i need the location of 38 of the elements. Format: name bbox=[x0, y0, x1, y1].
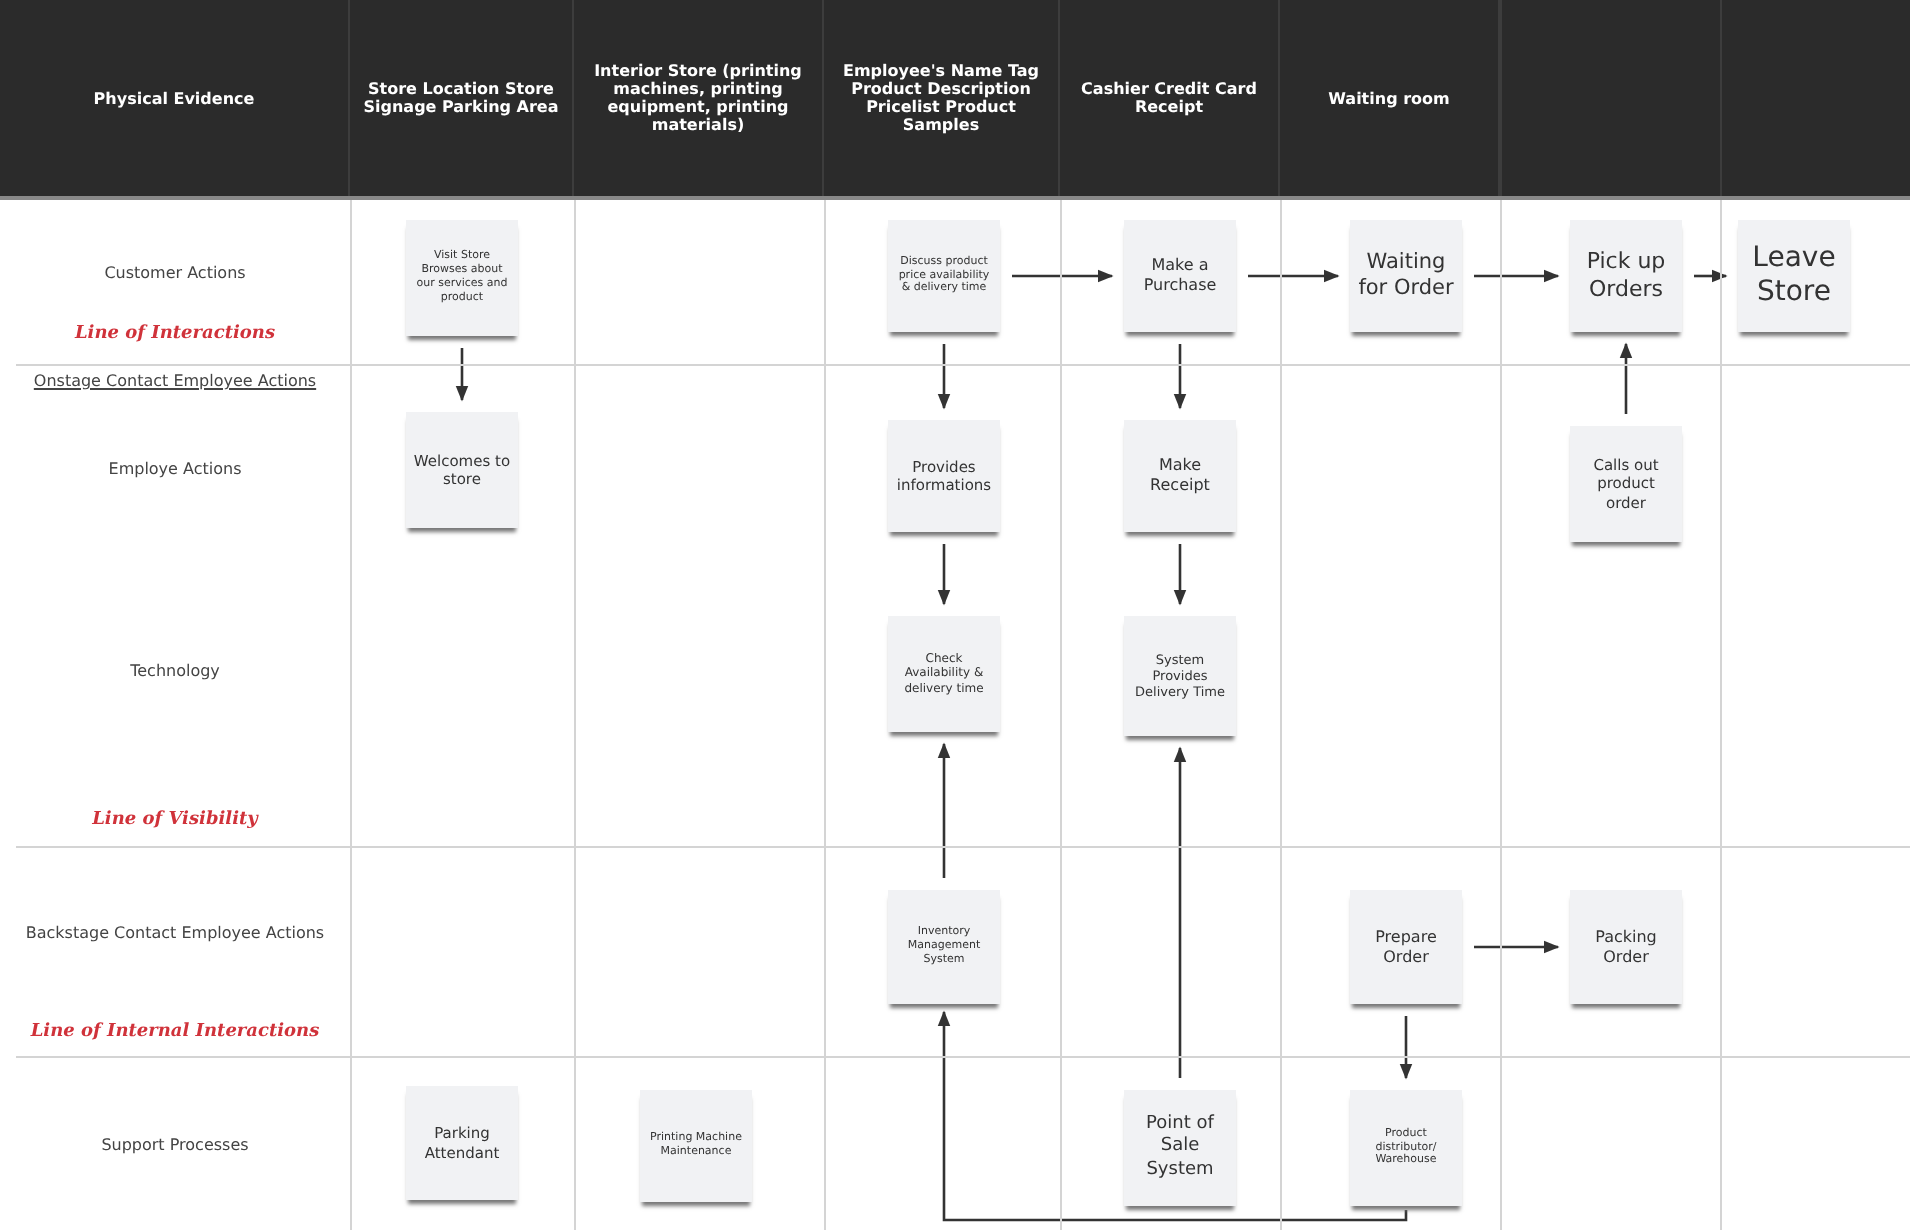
sticky-note: Leave Store bbox=[1738, 220, 1850, 332]
sticky-note: Prepare Order bbox=[1350, 890, 1462, 1004]
row-label: Backstage Contact Employee Actions bbox=[23, 924, 327, 942]
sticky-note: Waiting for Order bbox=[1350, 220, 1462, 332]
arrow bbox=[937, 544, 951, 606]
sticky-note: Point of Sale System bbox=[1124, 1090, 1236, 1206]
column-header: Waiting room bbox=[1328, 89, 1450, 107]
line-label: Line of Visibility bbox=[90, 810, 261, 830]
arrow bbox=[937, 742, 951, 878]
row-label: Support Processes bbox=[99, 1136, 251, 1154]
arrow bbox=[1474, 940, 1560, 954]
line-label: Line of Interactions bbox=[72, 324, 278, 344]
column-header: Interior Store (printing machines, printing equipment, printing materials) bbox=[592, 62, 804, 134]
arrow bbox=[937, 1010, 1408, 1222]
row-label: Onstage Contact Employee Actions bbox=[31, 372, 319, 390]
arrow bbox=[1173, 746, 1187, 1078]
arrow bbox=[455, 348, 469, 402]
column-header: Cashier Credit Card Receipt bbox=[1079, 80, 1259, 116]
arrow bbox=[937, 344, 951, 410]
arrow bbox=[1694, 269, 1728, 283]
arrow bbox=[1474, 269, 1560, 283]
column-header: Store Location Store Signage Parking Area bbox=[362, 80, 560, 116]
arrow bbox=[1173, 544, 1187, 606]
arrow bbox=[1012, 269, 1114, 283]
row-label: Technology bbox=[128, 662, 222, 680]
arrow bbox=[1399, 1016, 1413, 1080]
column-header: Employee's Name Tag Product Description Pricelist Product Samples bbox=[840, 62, 1042, 134]
sticky-note: Pick up Orders bbox=[1570, 220, 1682, 332]
line-label: Line of Internal Interactions bbox=[28, 1022, 322, 1042]
sticky-note: Packing Order bbox=[1570, 890, 1682, 1004]
sticky-note: Make Receipt bbox=[1124, 420, 1236, 532]
row-label: Customer Actions bbox=[102, 264, 248, 282]
row-label: Employe Actions bbox=[106, 460, 244, 478]
sticky-note: Make a Purchase bbox=[1124, 220, 1236, 332]
column-header: Physical Evidence bbox=[93, 89, 255, 107]
arrow bbox=[1619, 342, 1633, 414]
arrow bbox=[1173, 344, 1187, 410]
arrow bbox=[1248, 269, 1340, 283]
